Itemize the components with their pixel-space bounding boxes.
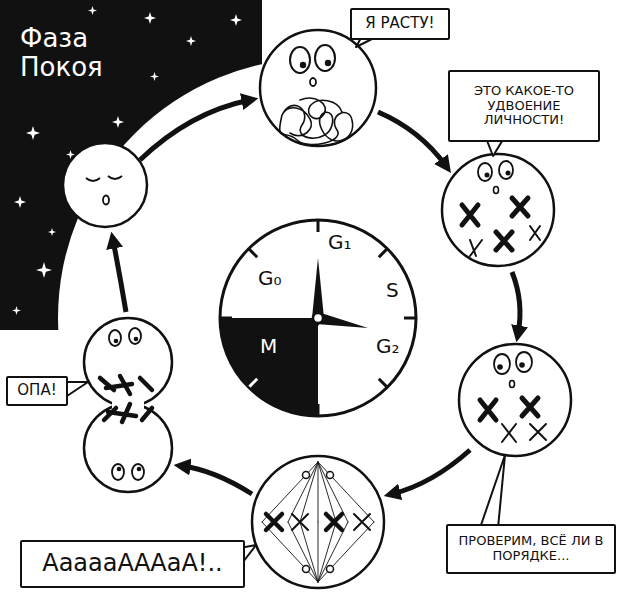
region-title: Фаза Покоя [20, 24, 150, 81]
star [230, 14, 242, 26]
cycle-arrow [512, 272, 520, 334]
speech-bubble: ЭТО КАКОЕ-ТО УДВОЕНИЕ ЛИЧНОСТИ! [448, 70, 600, 142]
clock-tick [404, 317, 415, 320]
clock-face [218, 218, 418, 418]
daughter-cells [84, 318, 172, 492]
cycle-arrow [113, 240, 126, 312]
cycle-arrow [378, 112, 446, 166]
star [144, 12, 156, 24]
star [150, 72, 159, 81]
cycle-arrow [140, 100, 250, 160]
star [14, 196, 26, 208]
speech-bubble: Я РАСТУ! [350, 8, 450, 40]
bubble-text: ЭТО КАКОЕ-ТО УДВОЕНИЕ ЛИЧНОСТИ! [455, 84, 593, 129]
dividing-cell [252, 456, 384, 588]
clock-rim [220, 220, 416, 416]
speech-bubble: ОПА! [6, 376, 68, 406]
phase-label: G₀ [258, 268, 282, 288]
star [26, 126, 40, 140]
speech-bubble: ПРОВЕРИМ, ВСЁ ЛИ В ПОРЯДКЕ... [446, 524, 616, 574]
star [112, 116, 124, 128]
star [12, 306, 21, 315]
bubble-tail [480, 455, 505, 528]
clock-tick [379, 379, 387, 387]
star [48, 228, 56, 236]
bubble-text: АааааАААаА!.. [42, 550, 223, 578]
replicating-cell [442, 154, 554, 266]
speech-bubble: АааааАААаА!.. [20, 540, 245, 588]
cycle-arrow [392, 450, 470, 494]
cycle-arrow [182, 466, 252, 494]
star [36, 262, 52, 278]
bubble-text: Я РАСТУ! [365, 15, 434, 32]
clock-tick [379, 249, 387, 257]
phase-label: G₁ [328, 232, 352, 252]
star [186, 36, 196, 46]
bubble-text: ОПА! [17, 382, 56, 399]
resting-cell [63, 143, 147, 227]
clock-tick [249, 249, 257, 257]
mitosis-quadrant [220, 318, 318, 416]
star [88, 6, 97, 15]
growing-cell [260, 30, 376, 146]
phase-region-label: Фаза Покоя [20, 24, 150, 81]
cycle-clock: G₁ S G₂ M G₀ [218, 218, 418, 418]
bubble-text: ПРОВЕРИМ, ВСЁ ЛИ В ПОРЯДКЕ... [453, 534, 609, 564]
phase-label: M [260, 336, 277, 356]
clock-tick [221, 317, 232, 320]
clock-tick [317, 404, 320, 415]
checking-cell [459, 344, 571, 456]
hour-hand [312, 258, 324, 326]
phase-label: S [386, 280, 399, 300]
phase-label: G₂ [376, 336, 400, 356]
clock-center [313, 313, 323, 323]
clock-tick [317, 221, 320, 232]
clock-tick [249, 379, 257, 387]
